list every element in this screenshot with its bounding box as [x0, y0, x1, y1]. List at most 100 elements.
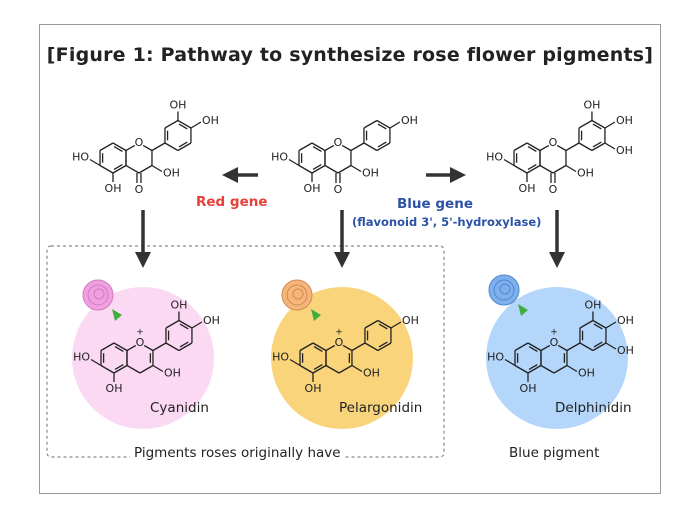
bond-line: [113, 364, 128, 374]
bond-line: [337, 164, 352, 174]
bond-line: [152, 364, 164, 373]
hydroxyl-label: OH: [203, 314, 220, 327]
bond-line: [566, 342, 581, 352]
bond-line: [100, 364, 115, 374]
hydroxyl-label: OH: [617, 344, 634, 357]
bond-line: [112, 142, 127, 152]
bond-line: [591, 142, 606, 152]
bond-line: [604, 142, 616, 150]
bond-line: [578, 142, 593, 152]
bond-line: [592, 319, 607, 329]
bond-line: [351, 342, 366, 352]
bond-line: [350, 164, 362, 173]
oxygen-atom: O: [335, 336, 344, 349]
bond-line: [593, 323, 603, 330]
blue-gene-enzyme-label: (flavonoid 3', 5'-hydroxylase): [352, 215, 542, 229]
bond-line: [177, 119, 192, 129]
bond-line: [311, 164, 326, 174]
pelargonidin-label: Pelargonidin: [339, 400, 423, 416]
bond-line: [579, 342, 594, 352]
bond-line: [539, 144, 550, 152]
hydroxyl-label: HO: [73, 351, 90, 364]
bond-line: [527, 164, 537, 170]
bond-line: [593, 341, 603, 348]
bond-line: [376, 142, 391, 152]
bond-line: [179, 323, 189, 330]
bond-line: [378, 341, 388, 348]
bond-line: [604, 121, 616, 129]
bond-line: [100, 342, 115, 352]
bond-line: [504, 358, 516, 367]
bond-line: [178, 141, 188, 148]
bond-line: [528, 364, 538, 370]
hydroxyl-label: HO: [272, 351, 289, 364]
bond-line: [312, 342, 327, 352]
bond-line: [540, 344, 551, 352]
bond-line: [553, 364, 568, 374]
bond-line: [312, 146, 322, 152]
bond-line: [151, 164, 163, 173]
bond-line: [325, 364, 340, 374]
bond-line: [178, 319, 193, 329]
bond-line: [142, 144, 153, 152]
bond-line: [289, 358, 301, 367]
bond-line: [288, 158, 300, 167]
hydroxyl-label: OH: [164, 367, 181, 380]
bond-line: [539, 164, 554, 174]
bond-line: [125, 144, 136, 152]
bond-line: [528, 346, 538, 352]
oxygen-atom: O: [135, 136, 144, 149]
arrow-icon: [549, 210, 565, 268]
bond-line: [605, 342, 617, 350]
bond-line: [151, 142, 166, 152]
bond-line: [165, 342, 180, 352]
delphinidin-circle: [486, 287, 628, 429]
hydroxyl-label: OH: [305, 382, 322, 395]
bond-line: [178, 123, 188, 130]
cyanidin-circle: [72, 287, 214, 429]
bond-line: [376, 119, 391, 129]
charge-sign: +: [335, 328, 343, 338]
bond-line: [565, 164, 577, 173]
bond-line: [99, 164, 114, 174]
blue-gene-label: Blue gene: [397, 196, 473, 212]
delphinidin-label: Delphinidin: [555, 400, 632, 416]
red-gene-label: Red gene: [196, 194, 268, 210]
blue-rose-icon: [488, 274, 528, 316]
oxygen-atom: O: [550, 336, 559, 349]
hydroxyl-label: OH: [584, 299, 601, 312]
bond-line: [99, 142, 114, 152]
bond-line: [579, 319, 594, 329]
bond-line: [592, 342, 607, 352]
bond-line: [363, 119, 378, 129]
bond-line: [126, 344, 137, 352]
bond-line: [114, 346, 124, 352]
bond-line: [377, 123, 387, 130]
bond-line: [324, 144, 335, 152]
oxygen-atom: O: [135, 183, 144, 196]
bond-line: [363, 142, 378, 152]
bond-line: [299, 364, 314, 374]
bond-line: [164, 142, 179, 152]
bond-line: [152, 342, 167, 352]
hydroxyl-label: OH: [401, 114, 418, 127]
cyanidin-label: Cyanidin: [150, 400, 209, 416]
bond-line: [526, 142, 541, 152]
bond-line: [364, 319, 379, 329]
bond-line: [177, 142, 192, 152]
bond-line: [114, 364, 124, 370]
arrow-icon: [334, 210, 350, 268]
bond-line: [139, 364, 154, 374]
bond-line: [592, 123, 602, 130]
hydroxyl-label: OH: [617, 314, 634, 327]
bond-line: [556, 144, 567, 152]
bond-line: [350, 142, 365, 152]
bond-line: [591, 119, 606, 129]
bond-line: [565, 142, 580, 152]
bond-line: [190, 121, 202, 129]
bond-line: [312, 364, 327, 374]
arrow-icon: [135, 210, 151, 268]
hydroxyl-label: OH: [106, 382, 123, 395]
bond-line: [389, 121, 401, 129]
oxygen-atom: O: [549, 136, 558, 149]
